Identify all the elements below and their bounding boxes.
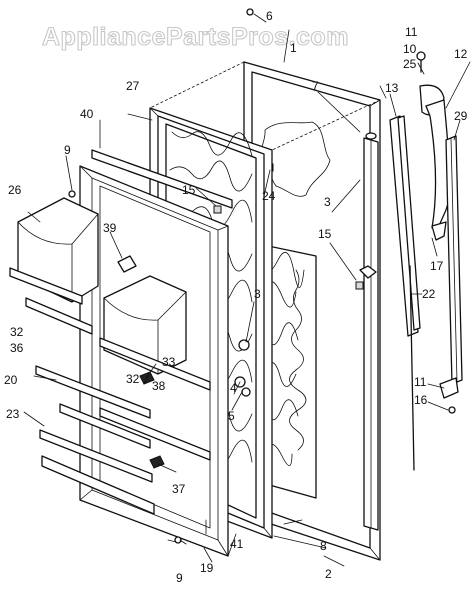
callout-7: 7: [312, 79, 319, 93]
callout-11b: 11: [414, 375, 427, 389]
callout-20: 20: [4, 373, 18, 387]
shelf-rail: [25, 297, 93, 335]
handle-screw: [416, 51, 426, 61]
hinge-screw: [448, 406, 456, 414]
shelf-rail: [9, 267, 83, 305]
screw: [246, 8, 254, 16]
callout-15a: 15: [182, 183, 196, 197]
callout-36: 36: [10, 341, 24, 355]
door-handle: [425, 99, 453, 229]
liner-shelf-bar: [99, 337, 211, 391]
liner-shelf-bar: [99, 407, 211, 461]
callout-labels: 1 2 3 3 4 5 6 7 8 9 9 10 11 11 12 13 15 …: [4, 9, 468, 585]
callout-16: 16: [414, 393, 428, 407]
callout-39: 39: [103, 221, 117, 235]
bottom-trim-strip: [41, 455, 155, 515]
leader-lines: [23, 13, 471, 567]
top-breaker-strip: [91, 149, 233, 209]
callout-6: 6: [266, 9, 273, 23]
callout-41: 41: [230, 537, 244, 551]
callout-32b: 32: [126, 372, 140, 386]
callout-15b: 15: [318, 227, 332, 241]
callout-1: 1: [290, 41, 297, 55]
callout-4: 4: [230, 381, 237, 395]
callout-9a: 9: [64, 143, 71, 157]
handle-trim-inner: [397, 115, 421, 331]
fastener-square: [213, 205, 222, 214]
handle-bottom-cap: [431, 221, 447, 241]
callout-40: 40: [80, 107, 94, 121]
callout-25: 25: [403, 57, 417, 71]
bin-clip: [117, 255, 137, 273]
callout-37: 37: [172, 482, 186, 496]
door-shelf-bar: [59, 403, 151, 449]
callout-8: 8: [320, 539, 327, 553]
callout-33: 33: [162, 355, 176, 369]
watermark-text: AppliancePartsPros.com: [42, 23, 349, 51]
hinge-pin-square: [355, 281, 364, 290]
lower-hinge-cap: [439, 377, 459, 399]
door-handle-assembly: [246, 8, 453, 337]
callout-19: 19: [200, 561, 214, 575]
callout-12: 12: [454, 47, 468, 61]
callout-10: 10: [403, 42, 417, 56]
callout-9b: 9: [176, 571, 183, 585]
callout-13: 13: [385, 81, 399, 95]
screw-head: [238, 339, 250, 351]
right-trim-strips: [409, 135, 463, 471]
callout-2: 2: [325, 567, 332, 581]
door-shelf-bar: [39, 429, 153, 483]
callout-11a: 11: [405, 25, 418, 39]
callout-22: 22: [422, 287, 436, 301]
callout-27: 27: [126, 79, 140, 93]
callout-38: 38: [152, 379, 166, 393]
callout-5: 5: [228, 409, 235, 423]
door-side-channel: [355, 132, 379, 531]
callout-29: 29: [454, 109, 468, 123]
screw: [174, 536, 182, 544]
callout-26: 26: [8, 183, 22, 197]
callout-3b: 3: [254, 287, 261, 301]
door-shelf-bar: [35, 365, 151, 419]
callout-17: 17: [430, 259, 444, 273]
callout-32a: 32: [10, 325, 24, 339]
screw-head: [241, 387, 251, 397]
callout-23: 23: [6, 407, 20, 421]
callout-24: 24: [262, 189, 276, 203]
callout-3a: 3: [324, 195, 331, 209]
door-shelf-bins: [9, 190, 211, 544]
screw: [68, 190, 76, 198]
hinge-cap: [365, 132, 377, 140]
